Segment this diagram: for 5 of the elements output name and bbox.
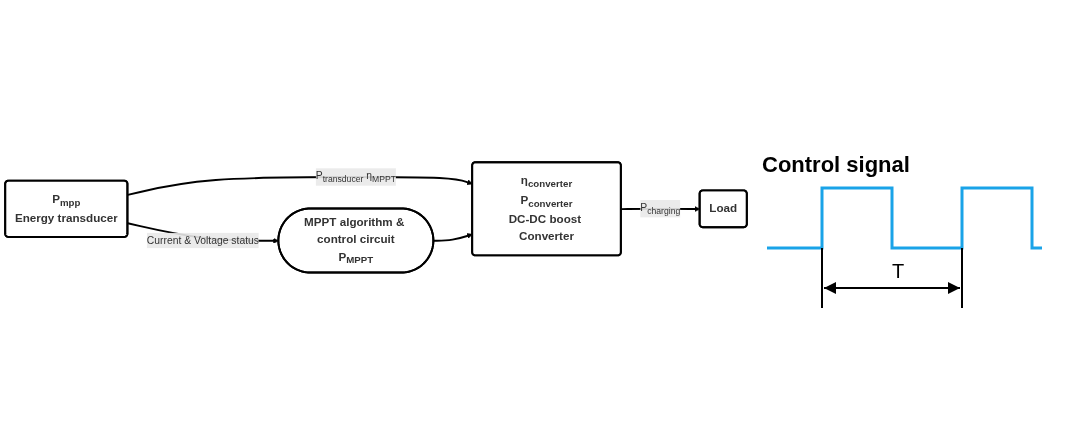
edge-label: P$_{transducer}$ η$_{MPPT}$ [315, 169, 396, 184]
signal-caption: Control signal [762, 151, 911, 178]
edge-label: P$_{charging}$ [640, 201, 681, 216]
period-label: T [892, 259, 906, 283]
edge-label: Current & Voltage status [146, 234, 259, 246]
